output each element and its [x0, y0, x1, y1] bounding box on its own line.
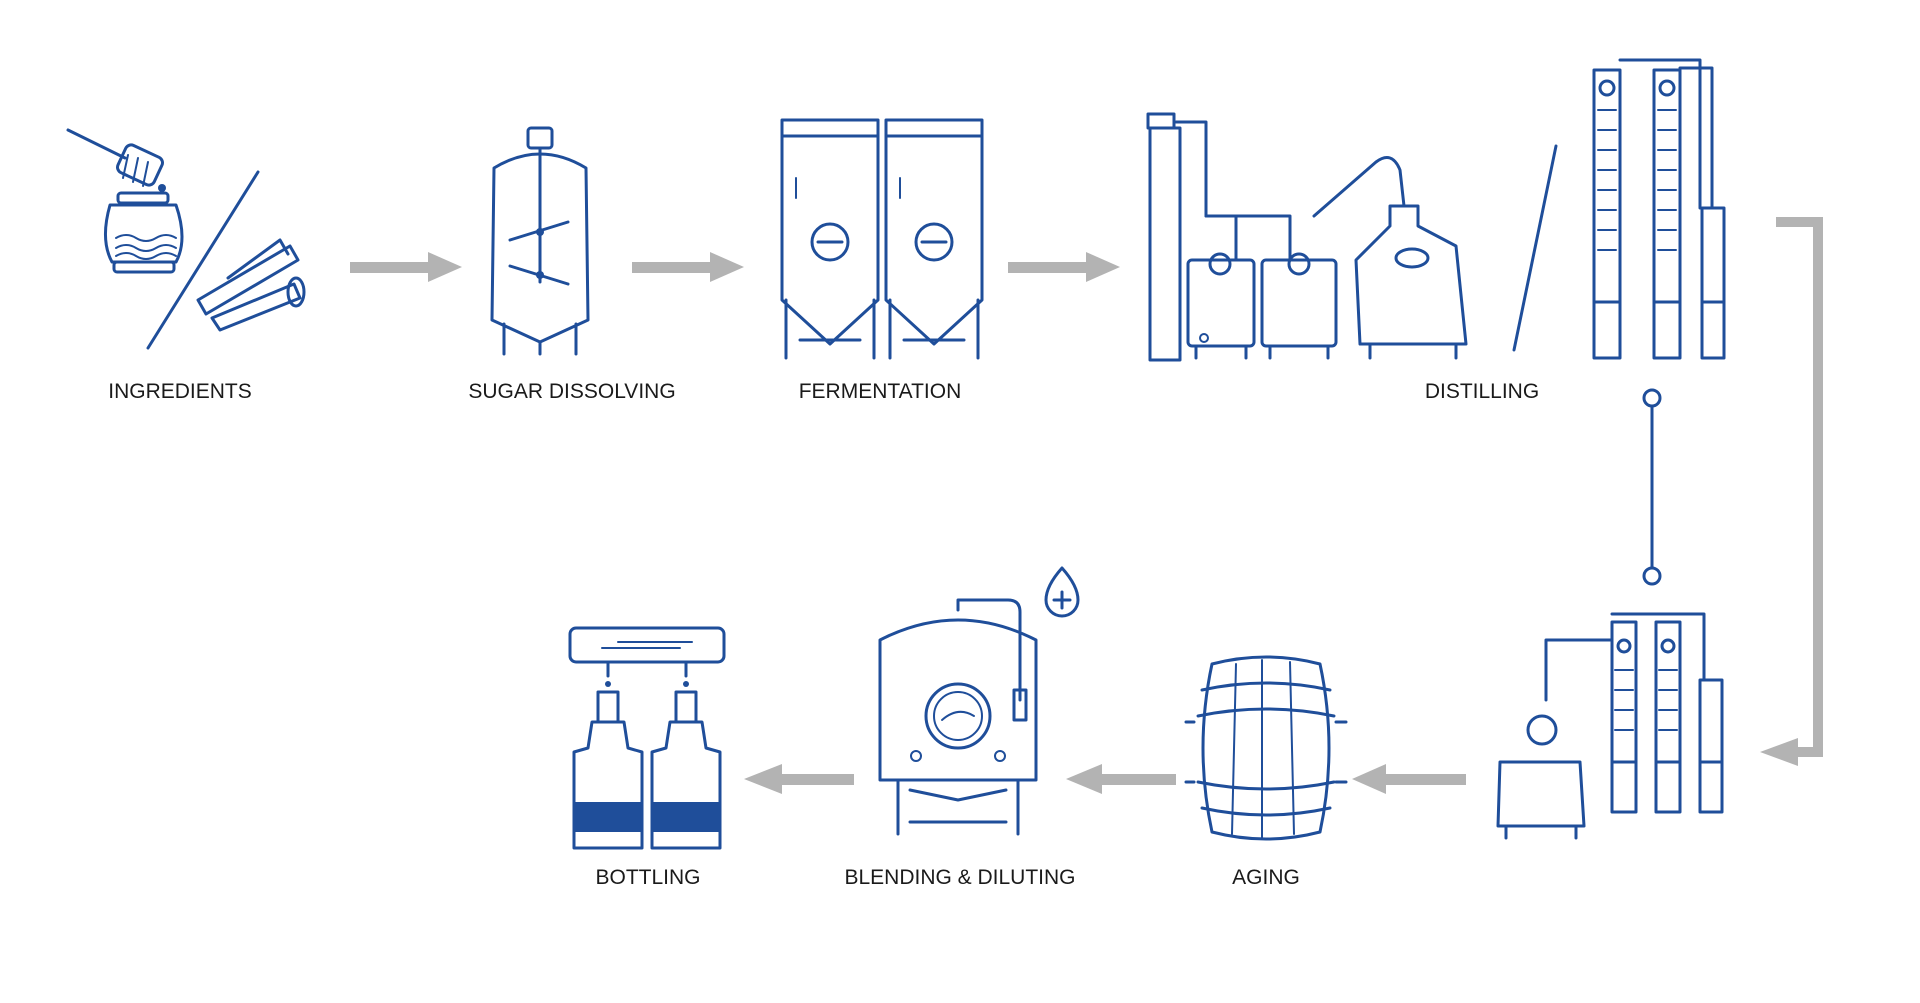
flow-arrow-4 [1352, 764, 1466, 794]
flow-arrow-3 [1008, 252, 1120, 282]
step-label-ingredients: INGREDIENTS [108, 380, 252, 403]
step-label-bottling: BOTTLING [595, 866, 700, 889]
flow-arrow-1 [350, 252, 462, 282]
blending-tank-icon [878, 566, 1080, 836]
step-label-distilling: DISTILLING [1425, 380, 1539, 403]
barrel-icon [1184, 655, 1348, 841]
flow-arrow-5 [1066, 764, 1176, 794]
flow-arrow-6 [744, 764, 854, 794]
step-label-aging: AGING [1232, 866, 1300, 889]
step-label-sugar-dissolving: SUGAR DISSOLVING [468, 380, 675, 403]
mixing-tank-icon [490, 126, 590, 356]
step-label-blending-diluting: BLENDING & DILUTING [844, 866, 1075, 889]
flow-arrow-2 [632, 252, 744, 282]
fermentation-tanks-icon [780, 118, 984, 360]
flow-arrow-return [1760, 217, 1823, 766]
pot-still-and-column-icon [1146, 58, 1726, 840]
step-label-fermentation: FERMENTATION [799, 380, 962, 403]
bottles-icon [568, 626, 726, 850]
honey-and-sugarcane-icon [66, 128, 306, 350]
